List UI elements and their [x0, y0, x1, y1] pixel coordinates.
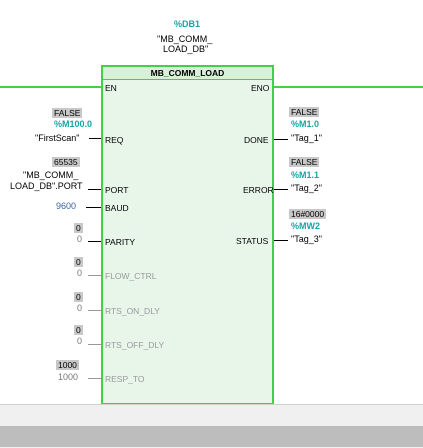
pin-rts-off-dly: RTS_OFF_DLY	[105, 340, 165, 350]
error-tag[interactable]: "Tag_2"	[291, 183, 322, 193]
resp-to-wire	[88, 378, 101, 379]
done-value-badge: FALSE	[289, 107, 320, 117]
rts-on-dly-value-badge: 0	[74, 292, 83, 302]
pin-parity: PARITY	[105, 237, 136, 247]
port-value-badge: 65535	[52, 157, 80, 167]
parity-wire	[88, 241, 101, 242]
error-value-badge: FALSE	[289, 157, 320, 167]
req-wire	[89, 138, 101, 139]
req-address[interactable]: %M100.0	[54, 119, 93, 129]
flow-ctrl-wire	[88, 275, 101, 276]
pin-req: REQ	[105, 135, 124, 145]
done-address[interactable]: %M1.0	[291, 119, 320, 129]
rts-on-dly-value[interactable]: 0	[77, 303, 83, 313]
status-value-badge: 16#0000	[289, 209, 327, 219]
pin-eno: ENO	[251, 83, 270, 93]
error-wire	[274, 189, 288, 190]
parity-value[interactable]: 0	[77, 234, 83, 244]
done-wire	[274, 139, 288, 140]
pin-en: EN	[105, 83, 117, 93]
instance-db-label-line1[interactable]: "MB_COMM_	[157, 34, 213, 44]
power-flow-out	[274, 86, 423, 88]
port-tag-line2[interactable]: LOAD_DB".PORT	[10, 181, 83, 191]
instance-db-label-line2[interactable]: LOAD_DB"	[163, 44, 209, 54]
pin-status: STATUS	[236, 236, 269, 246]
status-address[interactable]: %MW2	[291, 221, 320, 231]
pin-flow-ctrl: FLOW_CTRL	[105, 271, 157, 281]
mb-comm-load-block[interactable]: MB_COMM_LOAD	[101, 65, 274, 405]
port-tag-line1[interactable]: "MB_COMM_	[23, 170, 79, 180]
flow-ctrl-value-badge: 0	[74, 257, 83, 267]
status-tag[interactable]: "Tag_3"	[291, 234, 322, 244]
horizontal-scrollbar[interactable]	[0, 426, 423, 447]
flow-ctrl-value[interactable]: 0	[77, 268, 83, 278]
rts-off-dly-value[interactable]: 0	[77, 336, 83, 346]
power-flow-in	[0, 86, 101, 88]
error-address[interactable]: %M1.1	[291, 170, 320, 180]
instance-db-number[interactable]: %DB1	[174, 19, 201, 29]
pin-rts-on-dly: RTS_ON_DLY	[105, 306, 160, 316]
baud-value[interactable]: 9600	[56, 201, 77, 211]
port-wire	[88, 189, 101, 190]
req-value-badge: FALSE	[52, 108, 83, 118]
parity-value-badge: 0	[74, 223, 83, 233]
pin-port: PORT	[105, 185, 129, 195]
pin-baud: BAUD	[105, 203, 129, 213]
resp-to-value[interactable]: 1000	[58, 372, 79, 382]
resp-to-value-badge: 1000	[56, 360, 79, 370]
req-tag[interactable]: "FirstScan"	[35, 133, 80, 143]
rts-on-dly-wire	[88, 310, 101, 311]
pin-done: DONE	[244, 135, 269, 145]
rts-off-dly-value-badge: 0	[74, 325, 83, 335]
baud-wire	[86, 207, 101, 208]
pin-error: ERROR	[243, 185, 274, 195]
rts-off-dly-wire	[88, 344, 101, 345]
done-tag[interactable]: "Tag_1"	[291, 133, 322, 143]
status-wire	[274, 240, 288, 241]
pin-resp-to: RESP_TO	[105, 374, 145, 384]
block-title[interactable]: MB_COMM_LOAD	[103, 67, 272, 80]
